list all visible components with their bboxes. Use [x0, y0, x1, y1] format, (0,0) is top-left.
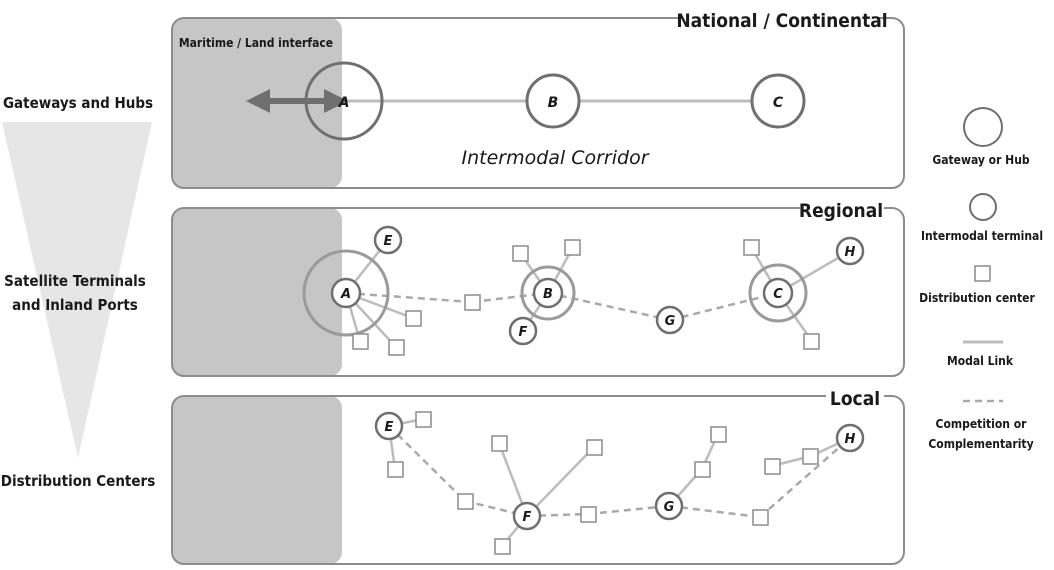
label-gateways-hubs: Gateways and Hubs	[3, 94, 153, 112]
svg-text:G: G	[665, 314, 676, 329]
legend-competition-label: Competition or	[936, 417, 1028, 431]
gateway-ring-a	[302, 249, 390, 337]
svg-text:E: E	[385, 420, 394, 435]
regional-node-e	[373, 225, 403, 255]
svg-text:G: G	[664, 500, 675, 515]
label-satellite-terminals: Satellite Terminals	[4, 272, 146, 290]
local-node-e	[374, 411, 404, 441]
local-modal-links	[387, 417, 851, 547]
terminal-ring-b	[520, 265, 576, 321]
svg-text:A: A	[338, 95, 350, 111]
panel-regional-border	[171, 207, 905, 377]
regional-distribution-centers	[352, 239, 820, 356]
legend-distribution-label: Distribution center	[919, 291, 1035, 305]
svg-text:B: B	[548, 95, 559, 111]
legend-gateway-icon	[963, 107, 1003, 147]
local-node-g	[654, 491, 684, 521]
intermodal-corridor-label: Intermodal Corridor	[461, 147, 649, 169]
svg-text:C: C	[773, 95, 784, 111]
local-distribution-centers	[387, 411, 819, 555]
tier-title-regional: Regional	[799, 200, 883, 222]
maritime-land-label: Maritime / Land interface	[179, 36, 333, 50]
svg-text:F: F	[519, 325, 528, 340]
regional-node-c	[762, 277, 794, 309]
local-node-f	[512, 501, 542, 531]
tier-title-national: National / Continental	[676, 10, 887, 32]
hierarchy-funnel	[2, 122, 152, 458]
panel-local: Local	[171, 384, 905, 565]
svg-text:F: F	[523, 510, 532, 525]
regional-node-f	[508, 316, 538, 346]
tier-title-local: Local	[830, 388, 880, 410]
legend-gateway-label: Gateway or Hub	[932, 153, 1030, 167]
terminal-ring-c	[748, 263, 808, 323]
label-inland-ports: and Inland Ports	[12, 296, 138, 314]
legend-terminal-icon	[969, 193, 997, 221]
svg-text:H: H	[845, 245, 856, 260]
svg-text:H: H	[845, 432, 856, 447]
regional-node-b	[532, 277, 564, 309]
terminal-node-b	[525, 73, 581, 129]
legend-distribution-icon	[974, 265, 991, 282]
terminal-node-c	[750, 73, 806, 129]
legend-terminal-label: Intermodal terminal	[921, 229, 1043, 243]
panel-national: National / Continental Maritime / Land i…	[171, 6, 905, 189]
regional-node-h	[835, 236, 865, 266]
legend: Gateway or Hub Intermodal terminal Distr…	[919, 107, 1043, 451]
local-node-h	[835, 423, 865, 453]
regional-node-g	[655, 305, 685, 335]
legend-modal-label: Modal Link	[947, 354, 1014, 368]
legend-complementarity-label: Complementarity	[928, 437, 1033, 451]
svg-text:B: B	[543, 287, 553, 302]
svg-text:C: C	[773, 287, 783, 302]
panel-national-border	[171, 17, 905, 189]
svg-text:E: E	[384, 234, 393, 249]
regional-node-a	[330, 277, 362, 309]
panel-regional: Regional	[171, 196, 905, 377]
panel-local-border	[171, 395, 905, 565]
gateway-node-a	[304, 61, 384, 141]
label-distribution-centers: Distribution Centers	[1, 472, 155, 490]
svg-text:A: A	[340, 287, 351, 302]
